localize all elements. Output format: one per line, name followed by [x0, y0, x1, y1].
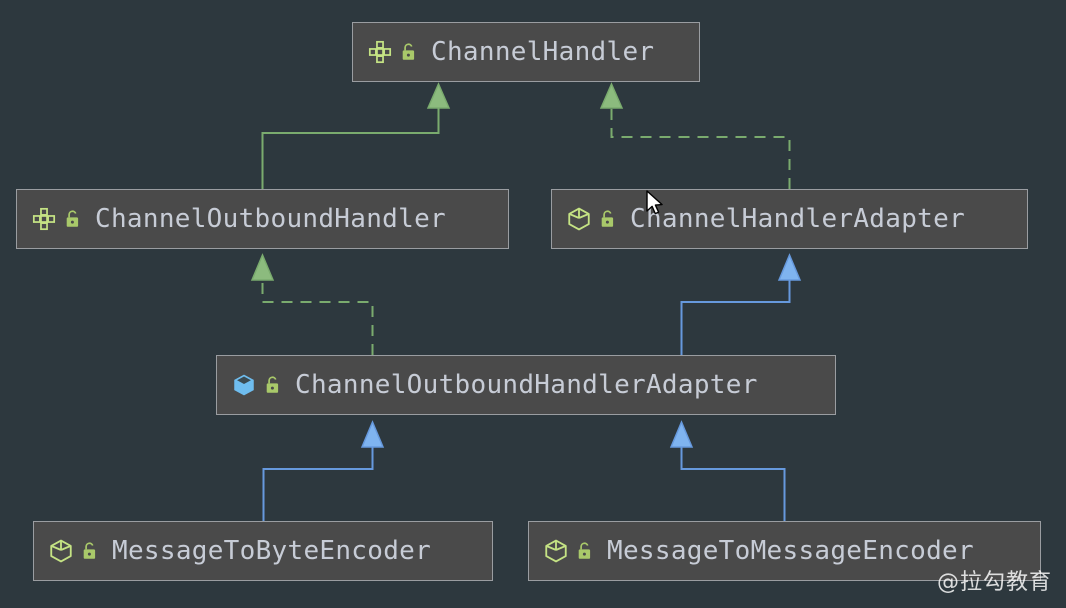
unlocked-padlock-icon: [601, 210, 614, 227]
class-node-channelhandler[interactable]: ChannelHandler: [352, 22, 700, 82]
edge-channeloutboundhandler-extends-channelhandler: [261, 82, 451, 189]
class-node-label: ChannelHandler: [431, 37, 655, 67]
edge-messagetomessageencoder-extends-channeloutboundhandleradapter: [669, 420, 786, 521]
edge-messagetobyteencoder-extends-channeloutboundhandleradapter: [262, 420, 385, 521]
class-node-channeloutboundhandler[interactable]: ChannelOutboundHandler: [16, 189, 509, 249]
class-node-messagetobyteencoder[interactable]: MessageToByteEncoder: [33, 521, 493, 581]
edge-channelhandleradapter-implements-channelhandler: [599, 82, 791, 189]
unlocked-padlock-icon: [402, 43, 415, 60]
edge-channeloutboundhandleradapter-implements-channeloutboundhandler: [250, 253, 374, 355]
unlocked-padlock-icon: [83, 542, 96, 559]
abstract-class-cube-icon: [50, 539, 72, 563]
class-node-label: MessageToMessageEncoder: [607, 536, 974, 566]
class-cube-icon: [234, 374, 254, 396]
abstract-class-cube-icon: [545, 539, 567, 563]
unlocked-padlock-icon: [578, 542, 591, 559]
class-node-channelhandleradapter[interactable]: ChannelHandlerAdapter: [551, 189, 1028, 249]
unlocked-padlock-icon: [266, 376, 279, 393]
class-node-label: MessageToByteEncoder: [112, 536, 432, 566]
unlocked-padlock-icon: [66, 210, 79, 227]
class-node-channeloutboundhandleradapter[interactable]: ChannelOutboundHandlerAdapter: [216, 355, 836, 415]
abstract-class-cube-icon: [568, 207, 590, 231]
edge-channeloutboundhandleradapter-extends-channelhandleradapter: [680, 253, 802, 355]
class-node-label: ChannelOutboundHandler: [95, 204, 446, 234]
class-node-label: ChannelHandlerAdapter: [630, 204, 966, 234]
class-node-label: ChannelOutboundHandlerAdapter: [295, 370, 758, 400]
class-node-messagetomessageencoder[interactable]: MessageToMessageEncoder: [528, 521, 1041, 581]
interface-icon: [32, 207, 56, 231]
interface-icon: [368, 40, 392, 64]
